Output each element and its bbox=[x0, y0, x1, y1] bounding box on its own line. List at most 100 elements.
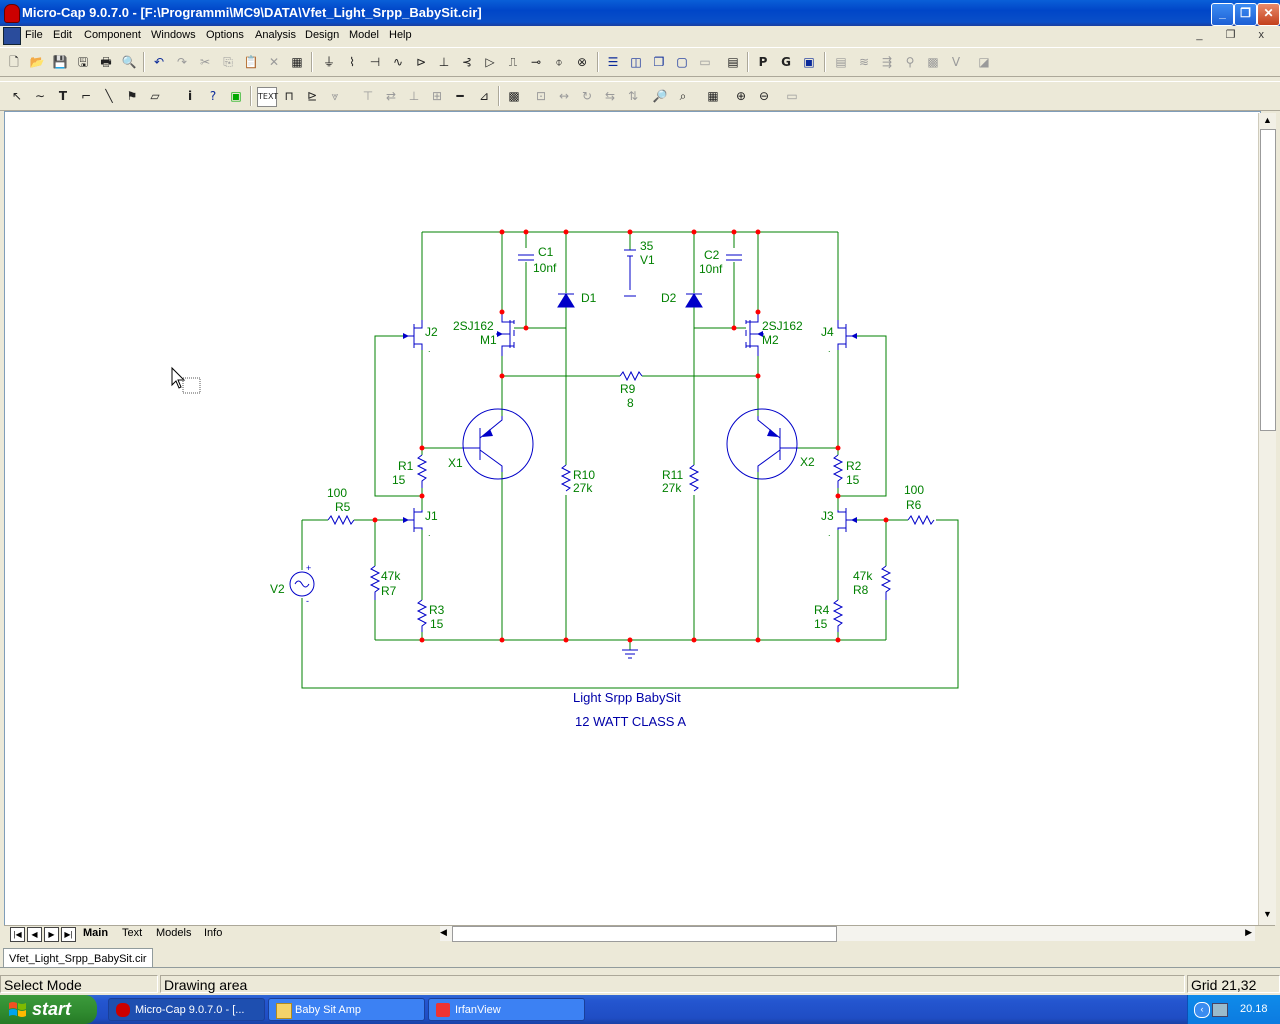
generator-component-icon[interactable]: ⊗ bbox=[576, 55, 588, 69]
zoom-out-icon[interactable]: ⊖ bbox=[758, 89, 770, 103]
ground-component-icon[interactable]: ⏚ bbox=[322, 55, 335, 69]
save-all-icon[interactable]: 🖫 bbox=[77, 55, 89, 69]
opamp-component-icon[interactable]: ▷ bbox=[485, 55, 495, 69]
network-icon[interactable] bbox=[1212, 1003, 1228, 1017]
drawing-area[interactable]: C1 10nf C2 10nf D1 D2 35 V1 J2 J4 J1 J3 … bbox=[4, 111, 1261, 927]
vertical-scrollbar[interactable]: ▲ ▼ bbox=[1258, 113, 1276, 925]
menu-component[interactable]: Component bbox=[84, 29, 141, 41]
last-tab-icon[interactable]: ▶| bbox=[61, 927, 76, 942]
tile-vertical-icon[interactable]: ◫ bbox=[630, 55, 642, 69]
condition-display-icon[interactable]: ⊥ bbox=[408, 89, 420, 103]
tab-models[interactable]: Models bbox=[156, 927, 192, 939]
vb-icon[interactable]: V bbox=[951, 55, 961, 69]
calculator-icon[interactable]: ▤ bbox=[727, 55, 739, 69]
redo-icon[interactable]: ↷ bbox=[176, 55, 188, 69]
cascade-icon[interactable]: ❐ bbox=[653, 55, 665, 69]
orthogonal-wire-icon[interactable]: ⌐ bbox=[80, 89, 92, 103]
open-folder-icon[interactable]: 📂 bbox=[29, 55, 45, 69]
close-button[interactable]: ✕ bbox=[1257, 3, 1280, 26]
inductor-component-icon[interactable]: ∿ bbox=[392, 55, 404, 69]
scroll-down-icon[interactable]: ▼ bbox=[1263, 909, 1272, 919]
g-key-icon[interactable]: G bbox=[781, 55, 791, 69]
task-irfanview[interactable]: IrfanView bbox=[428, 998, 585, 1021]
scroll-left-icon[interactable]: ◀ bbox=[440, 927, 447, 937]
stepping-icon[interactable]: ⇶ bbox=[881, 55, 893, 69]
text-mode-icon[interactable]: T bbox=[58, 89, 68, 103]
panel-icon[interactable]: ◪ bbox=[978, 55, 990, 69]
capacitor-component-icon[interactable]: ⊣ bbox=[369, 55, 381, 69]
binoculars-icon[interactable]: ⌕ bbox=[679, 89, 687, 103]
diode-component-icon[interactable]: ⊳ bbox=[415, 55, 427, 69]
tab-text[interactable]: Text bbox=[122, 927, 143, 939]
prev-tab-icon[interactable]: ◀ bbox=[27, 927, 42, 942]
first-tab-icon[interactable]: |◀ bbox=[10, 927, 25, 942]
resistor-component-icon[interactable]: ⌇ bbox=[349, 55, 355, 69]
line-icon[interactable]: ━ bbox=[456, 89, 464, 103]
next-tab-icon[interactable]: ▶ bbox=[44, 927, 59, 942]
menu-windows[interactable]: Windows bbox=[151, 29, 196, 41]
info-icon[interactable]: i bbox=[187, 89, 193, 103]
microcap-app-icon[interactable] bbox=[4, 4, 20, 23]
mirror-icon[interactable]: ↔ bbox=[558, 89, 570, 103]
pin-connections-icon[interactable]: ⊞ bbox=[431, 89, 443, 103]
tab-main[interactable]: Main bbox=[83, 927, 109, 939]
mdi-restore-button[interactable]: ❐ bbox=[1225, 29, 1246, 41]
switch-component-icon[interactable]: ⎍ bbox=[508, 55, 518, 69]
probe-icon[interactable]: ⚲ bbox=[905, 55, 915, 69]
copy-icon[interactable]: ⎘ bbox=[223, 55, 233, 69]
point-to-end-icon[interactable]: ▣ bbox=[230, 89, 242, 103]
source-component-icon[interactable]: ⌽ bbox=[555, 55, 563, 69]
p-key-icon[interactable]: P bbox=[758, 55, 768, 69]
mdi-close-button[interactable]: x bbox=[1258, 29, 1274, 41]
menu-edit[interactable]: Edit bbox=[53, 29, 72, 41]
flip-y-icon[interactable]: ⇅ bbox=[627, 89, 639, 103]
attribute-dialog-icon[interactable]: ▩ bbox=[508, 89, 520, 103]
node-numbers-icon[interactable]: ⊵ bbox=[306, 89, 318, 103]
scope-icon[interactable]: ▩ bbox=[927, 55, 939, 69]
scroll-up-icon[interactable]: ▲ bbox=[1263, 115, 1272, 125]
menu-analysis[interactable]: Analysis bbox=[255, 29, 296, 41]
find-icon[interactable]: 🔎 bbox=[652, 89, 668, 103]
show-attributes-icon[interactable]: ⊓ bbox=[284, 89, 294, 103]
npn-transistor-icon[interactable]: ⊰ bbox=[461, 55, 473, 69]
show-text-icon[interactable]: TEXT bbox=[257, 87, 278, 107]
print-icon[interactable]: 🖶 bbox=[100, 55, 112, 69]
tab-info[interactable]: Info bbox=[204, 927, 223, 939]
paste-icon[interactable]: 📋 bbox=[243, 55, 259, 69]
diagonal-wire-icon[interactable]: ╲ bbox=[105, 89, 113, 103]
camera-icon[interactable]: ▭ bbox=[786, 89, 798, 103]
task-baby-sit-amp[interactable]: Baby Sit Amp bbox=[268, 998, 425, 1021]
cut-icon[interactable]: ✂ bbox=[199, 55, 211, 69]
help-mode-icon[interactable]: ? bbox=[209, 89, 217, 103]
start-button[interactable]: start bbox=[0, 995, 97, 1024]
vertical-scroll-thumb[interactable] bbox=[1260, 129, 1276, 431]
document-icon[interactable] bbox=[3, 27, 21, 45]
flag-icon[interactable]: ⚑ bbox=[126, 89, 138, 103]
grid-text-icon[interactable]: ▤ bbox=[835, 55, 847, 69]
menu-design[interactable]: Design bbox=[305, 29, 340, 41]
go-to-icon[interactable]: ▦ bbox=[707, 89, 719, 103]
delete-icon[interactable]: ✕ bbox=[268, 55, 280, 69]
task-microcap[interactable]: Micro-Cap 9.0.7.0 - [... bbox=[108, 998, 265, 1021]
tile-horizontal-icon[interactable]: ☰ bbox=[607, 55, 619, 69]
scroll-right-icon[interactable]: ▶ bbox=[1245, 927, 1252, 937]
undo-icon[interactable]: ↶ bbox=[153, 55, 165, 69]
pointer-probe-icon[interactable]: ⊿ bbox=[478, 89, 490, 103]
maximize-button[interactable]: ❐ bbox=[1234, 3, 1257, 26]
window-icon[interactable]: ▢ bbox=[676, 55, 688, 69]
group-icon[interactable]: ⊡ bbox=[535, 89, 547, 103]
wire-mode-icon[interactable]: ∼ bbox=[34, 89, 46, 103]
battery-component-icon[interactable]: ⊥ bbox=[438, 55, 450, 69]
mdi-minimize-button[interactable]: _ bbox=[1196, 29, 1213, 41]
horizontal-scroll-thumb[interactable] bbox=[452, 926, 837, 942]
junction-component-icon[interactable]: ⊸ bbox=[530, 55, 542, 69]
rotate-icon[interactable]: ↻ bbox=[581, 89, 593, 103]
power-display-icon[interactable]: ⇄ bbox=[385, 89, 397, 103]
menu-help[interactable]: Help bbox=[389, 29, 412, 41]
flip-x-icon[interactable]: ⇆ bbox=[604, 89, 616, 103]
save-icon[interactable]: 💾 bbox=[52, 55, 68, 69]
menu-model[interactable]: Model bbox=[349, 29, 379, 41]
zoom-in-icon[interactable]: ⊕ bbox=[735, 89, 747, 103]
split-icon[interactable]: ▭ bbox=[699, 55, 711, 69]
menu-file[interactable]: File bbox=[25, 29, 43, 41]
